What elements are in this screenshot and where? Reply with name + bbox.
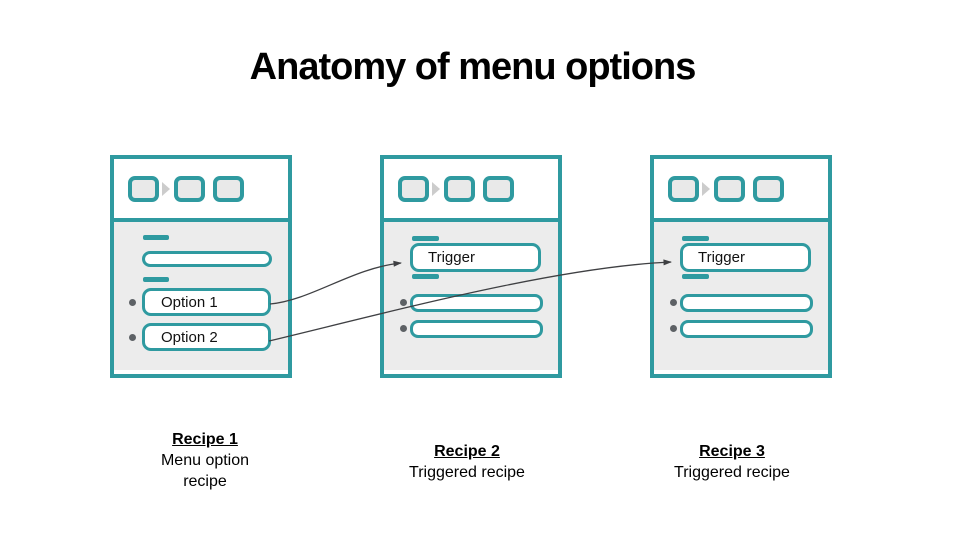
- recipe-2-trigger-box: Trigger: [410, 243, 541, 272]
- step-square-icon: [668, 175, 699, 202]
- step-square-icon: [483, 175, 514, 202]
- bullet-dot: [670, 325, 677, 332]
- caption-title: Recipe 2: [434, 443, 500, 460]
- section-dash: [412, 274, 439, 279]
- section-dash: [412, 236, 439, 241]
- step-square-icon: [128, 175, 159, 202]
- action-row-bar: [410, 294, 543, 312]
- section-dash: [143, 277, 169, 282]
- action-row-bar: [680, 294, 813, 312]
- recipe-3-header: [654, 159, 828, 222]
- action-row-bar: [410, 320, 543, 338]
- option-1-box: Option 1: [142, 288, 271, 316]
- recipe-1-header: [114, 159, 288, 222]
- page-title: Anatomy of menu options: [249, 46, 697, 88]
- bullet-dot: [129, 334, 136, 341]
- bullet-dot: [670, 299, 677, 306]
- caption-title: Recipe 3: [699, 443, 765, 460]
- bullet-dot: [129, 299, 136, 306]
- recipe-2-body: Trigger: [384, 222, 558, 370]
- section-dash: [682, 236, 709, 241]
- step-square-icon: [398, 175, 429, 202]
- step-square-icon: [174, 175, 205, 202]
- recipe-3-trigger-box: Trigger: [680, 243, 811, 272]
- section-dash: [682, 274, 709, 279]
- caption-subtitle: Triggered recipe: [409, 464, 525, 481]
- recipe-2-header: [384, 159, 558, 222]
- recipe-1-card: Option 1 Option 2: [110, 155, 292, 378]
- option-2-box: Option 2: [142, 323, 271, 351]
- recipe-3-caption: Recipe 3 Triggered recipe: [652, 441, 812, 483]
- chevron-right-icon: [702, 181, 710, 196]
- recipe-3-body: Trigger: [654, 222, 828, 370]
- bullet-dot: [400, 325, 407, 332]
- recipe-2-caption: Recipe 2 Triggered recipe: [387, 441, 547, 483]
- recipe-1-body: Option 1 Option 2: [114, 222, 288, 370]
- caption-subtitle: Menu option recipe: [160, 452, 250, 490]
- step-square-icon: [753, 175, 784, 202]
- recipe-3-card: Trigger: [650, 155, 832, 378]
- recipe-2-card: Trigger: [380, 155, 562, 378]
- bullet-dot: [400, 299, 407, 306]
- step-square-icon: [714, 175, 745, 202]
- caption-title: Recipe 1: [172, 431, 238, 448]
- chevron-right-icon: [162, 181, 170, 196]
- section-dash: [143, 235, 169, 240]
- chevron-right-icon: [432, 181, 440, 196]
- recipe-1-caption: Recipe 1 Menu option recipe: [145, 429, 265, 492]
- caption-subtitle: Triggered recipe: [674, 464, 790, 481]
- step-square-icon: [444, 175, 475, 202]
- step-square-icon: [213, 175, 244, 202]
- action-row-bar: [680, 320, 813, 338]
- trigger-slot-bar: [142, 251, 272, 267]
